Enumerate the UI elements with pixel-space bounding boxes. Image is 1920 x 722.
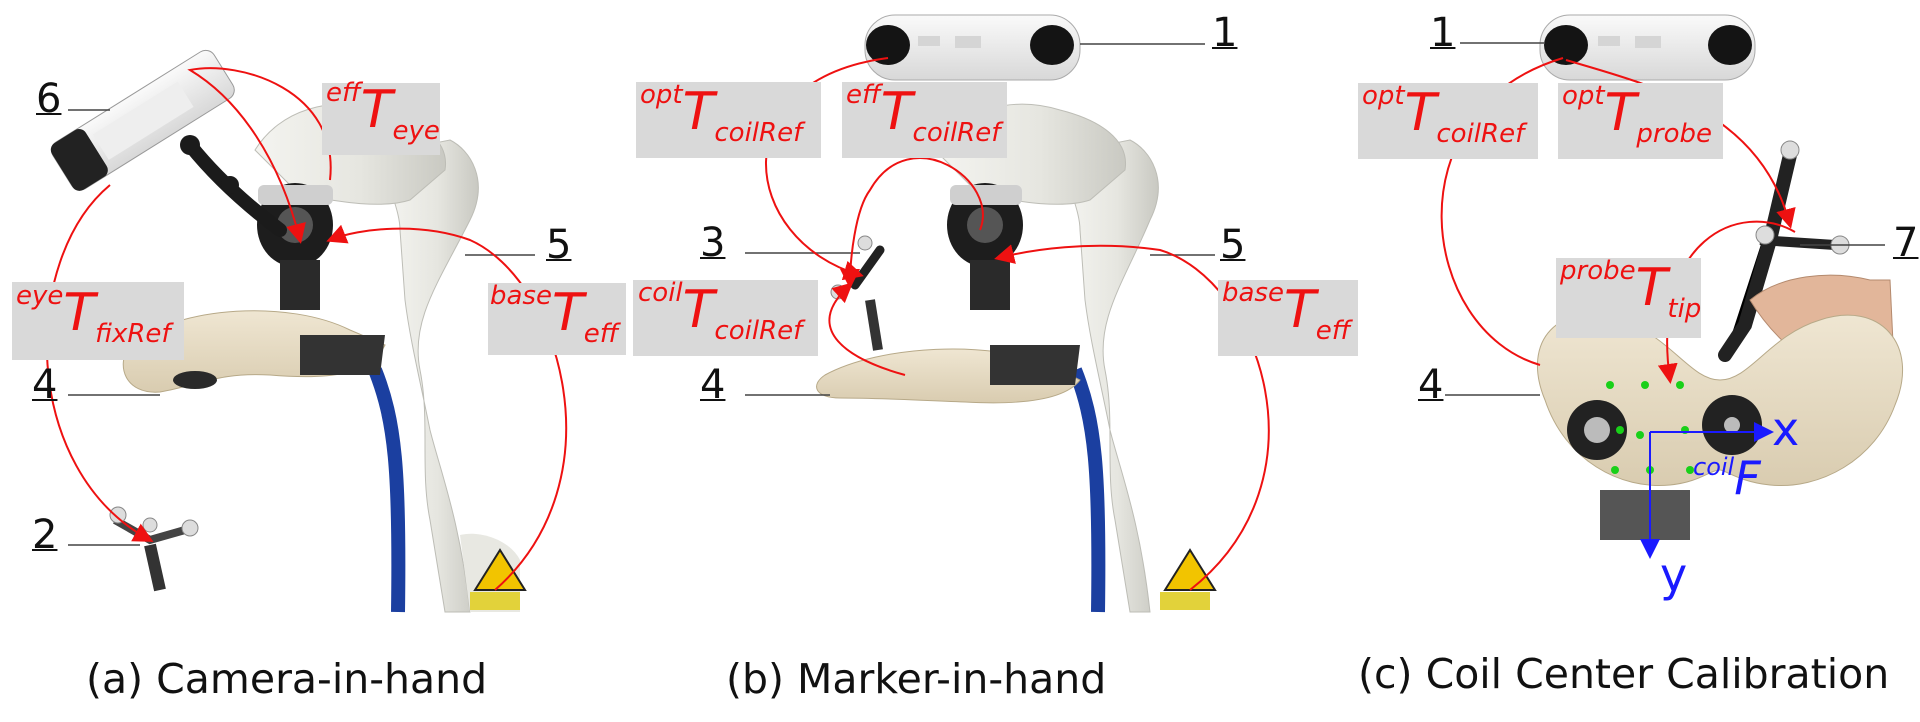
label-box — [1558, 83, 1723, 159]
transform-opt-T-probe: optTprobe — [1562, 81, 1712, 149]
end-effector-b — [947, 183, 1023, 310]
cable — [368, 367, 406, 613]
label-4-c: 4 — [1418, 362, 1444, 408]
label-box — [488, 283, 626, 355]
caption-c: (c) Coil Center Calibration — [1358, 650, 1890, 698]
depth-camera — [50, 49, 235, 191]
arrow-opt-coilref-b — [765, 57, 889, 281]
label-2-a: 2 — [32, 512, 58, 558]
transform-opt-T-coilRef-b: optTcoilRef — [640, 80, 803, 148]
label-box — [322, 83, 440, 155]
label-box — [633, 280, 818, 356]
panel-a — [45, 49, 568, 613]
panel-c — [1440, 14, 1904, 559]
arrow-base-eff-a — [326, 224, 568, 591]
end-effector-a — [257, 183, 333, 310]
transform-probe-T-tip: probeTtip — [1560, 256, 1702, 324]
label-box — [842, 82, 1007, 158]
transform-eff-T-eye: effTeye — [326, 78, 440, 146]
transform-eff-T-coilRef: effTcoilRef — [846, 80, 1001, 148]
transform-base-T-eff-a: baseTeff — [490, 281, 619, 349]
transform-coil-T-coilRef: coilTcoilRef — [638, 278, 803, 346]
label-4-a: 4 — [32, 362, 58, 408]
label-4-b: 4 — [700, 362, 726, 408]
label-5-a: 5 — [546, 222, 572, 268]
coil — [1536, 314, 1904, 540]
optical-tracker-c — [1539, 14, 1756, 81]
x-axis-label: x — [1772, 402, 1800, 456]
label-box — [1556, 258, 1701, 338]
transform-opt-T-coilRef-c: optTcoilRef — [1362, 81, 1525, 149]
caption-a: (a) Camera-in-hand — [86, 655, 488, 703]
optical-tracker-b — [864, 14, 1081, 81]
headrest-a — [122, 310, 386, 393]
transform-eye-T-fixRef: eyeTfixRef — [16, 281, 171, 349]
transform-base-T-eff-b: baseTeff — [1222, 278, 1351, 346]
label-5-b: 5 — [1220, 222, 1246, 268]
coil-frame-label: coilF — [1693, 451, 1761, 505]
label-7-c: 7 — [1893, 220, 1919, 266]
label-6-a: 6 — [36, 76, 62, 122]
arrow-eye-fixref — [45, 184, 154, 542]
label-box — [1358, 83, 1538, 159]
arrow-eff-coilref — [840, 157, 984, 289]
label-1-c: 1 — [1430, 10, 1456, 56]
fixed-reference-marker — [109, 506, 199, 592]
label-box — [1218, 280, 1358, 356]
label-1-b: 1 — [1212, 10, 1238, 56]
y-axis-label: y — [1660, 548, 1688, 602]
arrow-eff-eye — [187, 67, 332, 244]
label-box — [636, 82, 821, 158]
caption-b: (b) Marker-in-hand — [726, 655, 1107, 703]
arrow-coil-coilref — [828, 282, 906, 376]
headrest-b — [816, 345, 1081, 404]
label-box — [12, 282, 184, 360]
label-3-b: 3 — [700, 220, 726, 266]
arrow-base-eff-b — [994, 244, 1270, 591]
